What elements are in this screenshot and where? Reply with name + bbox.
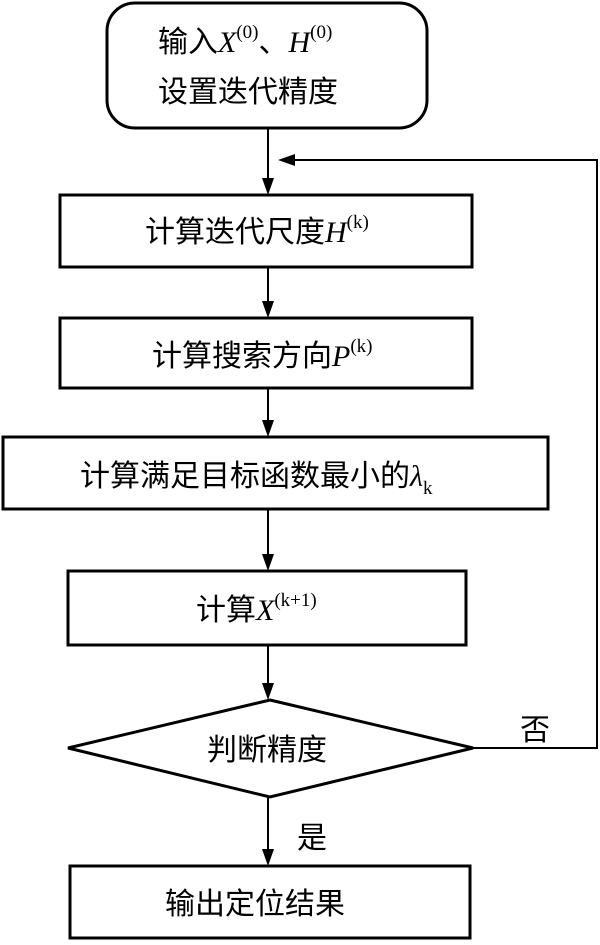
decision-node xyxy=(67,698,474,799)
compute-p-label: 计算搜索方向P(k) xyxy=(152,336,372,374)
no-branch-label: 否 xyxy=(520,713,550,748)
compute-x-label: 计算X(k+1) xyxy=(196,590,317,628)
arrowhead-p-to-lambda xyxy=(262,420,274,437)
arrowhead-start-to-h xyxy=(262,178,274,195)
arrowhead-h-to-p xyxy=(262,301,274,318)
arrowhead-decision-to-end xyxy=(262,849,274,866)
compute-h-label: 计算迭代尺度H(k) xyxy=(145,212,369,250)
compute-x-node xyxy=(66,569,468,647)
end-label: 输出定位结果 xyxy=(165,887,345,922)
edge-feedback-loop xyxy=(290,159,598,749)
compute-lambda-node xyxy=(1,435,550,511)
decision-label: 判断精度 xyxy=(207,733,327,768)
yes-branch-label: 是 xyxy=(297,821,327,856)
arrowhead-feedback-loop xyxy=(278,154,295,166)
arrowhead-x-to-decision xyxy=(262,683,274,700)
start-node-line1: 输入X(0)、H(0) xyxy=(158,22,332,60)
arrowhead-lambda-to-x xyxy=(262,554,274,571)
compute-h-node xyxy=(58,193,474,269)
start-node-line2: 设置迭代精度 xyxy=(158,75,338,110)
end-node xyxy=(68,864,472,940)
compute-p-node xyxy=(58,316,474,390)
compute-lambda-label: 计算满足目标函数最小的λk xyxy=(80,459,433,499)
